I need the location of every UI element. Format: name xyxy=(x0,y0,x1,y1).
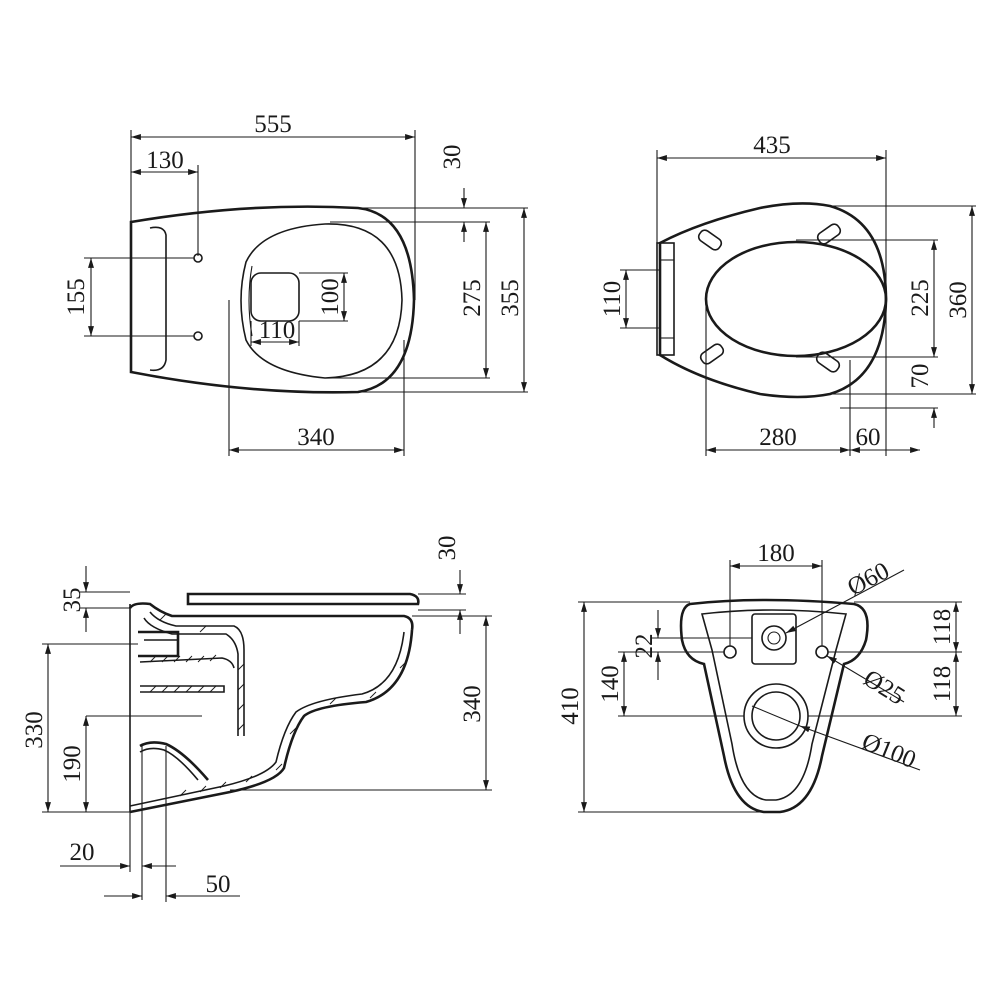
dim-rear-outlet-diameter: Ø100 xyxy=(858,728,920,774)
seat-pad-rear-top xyxy=(697,229,723,251)
side-outlet-trap xyxy=(139,741,209,781)
dim-rear-lower-height: 118 xyxy=(929,666,956,703)
dim-rear-bolt-diameter: Ø25 xyxy=(859,665,910,711)
dim-side-seat-thickness: 30 xyxy=(434,536,461,561)
dim-side-outlet-height: 190 xyxy=(59,745,86,783)
side-seat-lid xyxy=(186,592,420,606)
top-view-bowl-opening xyxy=(240,223,403,379)
seat-outline xyxy=(658,202,888,399)
rear-outline xyxy=(679,598,869,814)
side-bowl-shell xyxy=(129,629,414,814)
seat-view: 435 110 225 360 70 280 60 xyxy=(599,132,976,456)
dim-top-total-length: 555 xyxy=(254,111,292,138)
dim-rear-bolt-spacing: 180 xyxy=(757,540,795,567)
rear-inlet-pipe xyxy=(761,625,787,651)
dim-top-total-width: 355 xyxy=(497,279,524,317)
dim-side-mount-height: 330 xyxy=(21,711,48,749)
dim-top-bowl-length: 340 xyxy=(297,424,335,451)
top-view-back-panel xyxy=(149,226,167,372)
side-flush-inlet xyxy=(138,630,180,658)
dim-seat-pad-offset: 70 xyxy=(907,364,934,389)
dim-seat-total-width: 360 xyxy=(945,281,972,319)
dim-rear-upper-height: 118 xyxy=(929,609,956,646)
dim-side-outlet-depth: 50 xyxy=(206,871,231,898)
side-section-hatch xyxy=(149,613,407,797)
dim-side-wall-gap: 20 xyxy=(70,839,95,866)
dim-top-waste-height: 100 xyxy=(317,278,344,316)
seat-opening xyxy=(704,240,888,358)
top-view-outline xyxy=(129,205,416,394)
rear-outlet-inner xyxy=(751,691,801,741)
dim-rear-inlet-offset: 22 xyxy=(631,634,658,659)
seat-pad-front-bottom xyxy=(815,351,841,373)
side-view: 35 30 340 330 190 20 50 xyxy=(21,536,492,902)
seat-hinge-bar xyxy=(656,242,675,356)
dim-top-bolt-spacing: 155 xyxy=(63,278,90,316)
seat-pad-rear-bottom xyxy=(699,343,725,365)
dim-rear-outlet-offset: 140 xyxy=(597,665,624,703)
dim-seat-inner-length: 280 xyxy=(759,424,797,451)
seat-pad-front-top xyxy=(816,223,842,245)
side-rim xyxy=(128,602,414,631)
rear-view: 180 Ø60 Ø25 Ø100 22 140 410 118 xyxy=(557,540,962,814)
dim-top-bolt-offset: 130 xyxy=(146,147,184,174)
dim-top-inner-width: 275 xyxy=(459,279,486,317)
dim-seat-inner-width: 225 xyxy=(907,279,934,317)
dim-top-rim-offset: 30 xyxy=(439,145,466,170)
rear-inner-outline xyxy=(700,609,848,801)
dim-seat-hinge-spacing: 110 xyxy=(599,281,626,318)
dim-top-waste-width: 110 xyxy=(259,317,296,344)
dim-seat-front-offset: 60 xyxy=(856,424,881,451)
rear-inlet-plate xyxy=(751,613,797,665)
bolt-hole-lower xyxy=(193,331,203,341)
dim-rear-inlet-diameter: Ø60 xyxy=(843,557,894,601)
top-view: 555 130 155 30 275 355 100 110 xyxy=(63,111,528,456)
dim-rear-total-height: 410 xyxy=(557,687,584,725)
rear-bolt-left xyxy=(723,645,737,659)
dim-side-total-height: 340 xyxy=(459,685,486,723)
rear-bolt-right xyxy=(815,645,829,659)
top-view-waste-outlet xyxy=(250,272,300,322)
dim-seat-total-length: 435 xyxy=(753,132,791,159)
dim-side-rim-height: 35 xyxy=(59,588,86,613)
